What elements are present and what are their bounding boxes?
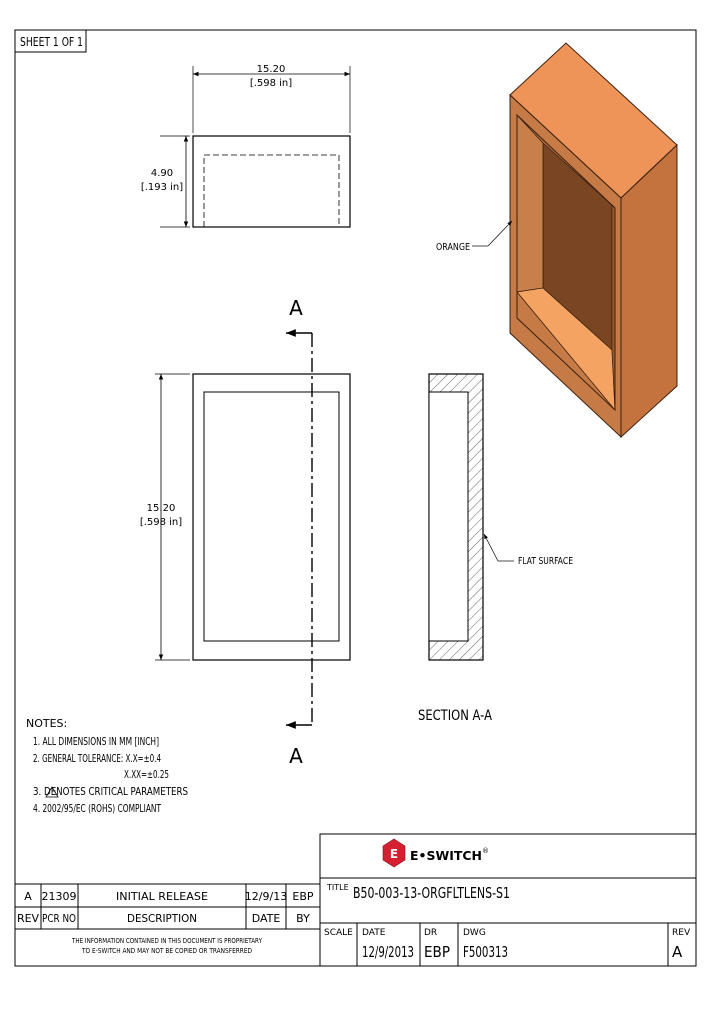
company-registered: ®: [482, 847, 489, 855]
note-3: 3. DENOTES CRITICAL PARAMETERS: [33, 785, 188, 798]
front-height-mm: 15.20: [147, 503, 176, 514]
dwg-value: F500313: [463, 943, 508, 961]
rev-header-rev: REV: [17, 912, 40, 925]
rev-row-date: 12/9/13: [245, 890, 287, 903]
scale-label: SCALE: [324, 928, 353, 938]
rev-value: A: [672, 943, 683, 961]
proprietary-line-2: TO E-SWITCH AND MAY NOT BE COPIED OR TRA…: [81, 947, 252, 955]
eswitch-logo-mark: [382, 838, 406, 868]
side-height-mm: 4.90: [151, 168, 173, 179]
rev-header-date: DATE: [252, 912, 281, 925]
side-height-inch: [.193 in]: [141, 182, 183, 193]
flat-surface-callout: FLAT SURFACE: [518, 556, 573, 567]
section-marker-bottom: A: [289, 744, 303, 768]
critical-parameter-symbol: [45, 786, 59, 798]
rev-label: REV: [672, 928, 691, 938]
sheet-label: SHEET 1 OF 1: [20, 35, 83, 49]
rev-header-by: BY: [296, 912, 310, 925]
notes-heading: NOTES:: [26, 717, 67, 730]
proprietary-line-1: THE INFORMATION CONTAINED IN THIS DOCUME…: [71, 937, 262, 945]
rev-header-pcr: PCR NO: [42, 912, 76, 925]
dr-value: EBP: [424, 943, 450, 961]
note-2: 2. GENERAL TOLERANCE: X.X=±0.4: [33, 752, 161, 765]
front-height-inch: [.598 in]: [140, 517, 182, 528]
rev-header-description: DESCRIPTION: [127, 912, 197, 925]
title-value: B50-003-13-ORGFLTLENS-S1: [353, 884, 510, 902]
section-view: [428, 373, 514, 661]
rev-row-rev: A: [24, 890, 32, 903]
date-value: 12/9/2013: [362, 943, 414, 961]
note-2b: X.XX=±0.25: [124, 768, 169, 781]
orange-callout: ORANGE: [436, 242, 470, 253]
eswitch-logo: E E•SWITCH ®: [382, 838, 489, 868]
dr-label: DR: [424, 928, 437, 938]
rev-row-description: INITIAL RELEASE: [116, 890, 208, 903]
dwg-label: DWG: [463, 928, 486, 938]
section-title: SECTION A-A: [418, 708, 492, 724]
top-width-inch: [.598 in]: [250, 78, 292, 89]
front-view: [155, 329, 351, 729]
date-label: DATE: [362, 928, 386, 938]
title-label: TITLE: [326, 883, 349, 892]
section-marker-top: A: [289, 296, 303, 320]
side-profile-view: [160, 66, 351, 228]
revision-table: [14, 883, 321, 967]
eswitch-logo-letter: E: [390, 847, 398, 861]
note-1: 1. ALL DIMENSIONS IN MM [INCH]: [33, 735, 159, 748]
note-4: 4. 2002/95/EC (ROHS) COMPLIANT: [33, 802, 161, 815]
rev-row-by: EBP: [292, 890, 313, 903]
top-width-mm: 15.20: [257, 64, 286, 75]
lens-isometric: [472, 42, 678, 439]
notes-block: NOTES: 1. ALL DIMENSIONS IN MM [INCH] 2.…: [26, 717, 188, 815]
sheet-label-box: [14, 29, 87, 53]
rev-row-pcr: 21309: [42, 890, 77, 903]
company-name: E•SWITCH: [410, 849, 482, 863]
